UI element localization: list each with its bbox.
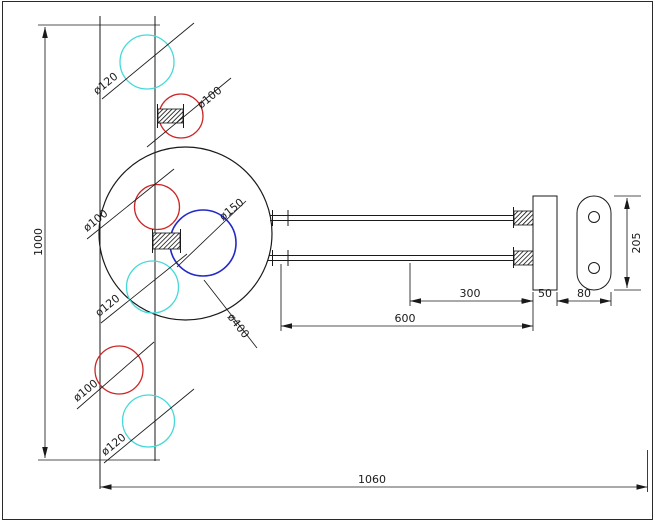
leader-hub-blue (176, 200, 247, 268)
leader-main-circle (203, 279, 258, 349)
red-circle-hub-d100 (133, 183, 181, 231)
end-cap (576, 195, 612, 291)
leader-bottom-cyan (103, 388, 195, 464)
bracket-thickness-dim-label: 50 (538, 287, 552, 300)
plate-height-dim-label: 1000 (32, 228, 45, 256)
clamp-hub-hatch (152, 232, 181, 250)
end-cap-hole-top (588, 211, 600, 223)
clamp-fittings (152, 104, 534, 268)
end-cap-width-dim-label: 80 (577, 287, 591, 300)
dimensions: 1000 1060 600 300 50 80 205 (32, 24, 648, 492)
bracket-outline (532, 195, 558, 291)
leader-mid-cyan (100, 253, 188, 324)
red-circle-bottom-d100 (94, 345, 144, 395)
clamp-arm-upper-hatch (513, 210, 534, 226)
leader-top-red (146, 77, 232, 148)
arm-length-dim-label: 600 (395, 312, 416, 325)
end-cap-height-dim-label: 205 (630, 233, 643, 254)
clamp-arm-lower-hatch (513, 250, 534, 266)
main-circle-d400 (98, 146, 273, 321)
end-cap-outline (576, 195, 612, 291)
circle-features (94, 34, 273, 448)
cyan-circle-bottom-d120 (121, 394, 176, 448)
leader-hub-red (86, 168, 175, 240)
bracket-plate (532, 195, 558, 291)
cyan-circle-mid-d120 (125, 260, 180, 314)
arm-inner-dim-label: 300 (460, 287, 481, 300)
cyan-circle-top-d120 (119, 34, 175, 90)
overall-length-dim-label: 1060 (358, 473, 386, 486)
leader-bottom-red (76, 341, 155, 410)
end-cap-hole-bottom (588, 262, 600, 274)
arms (268, 210, 533, 266)
leader-top-cyan (101, 22, 195, 100)
